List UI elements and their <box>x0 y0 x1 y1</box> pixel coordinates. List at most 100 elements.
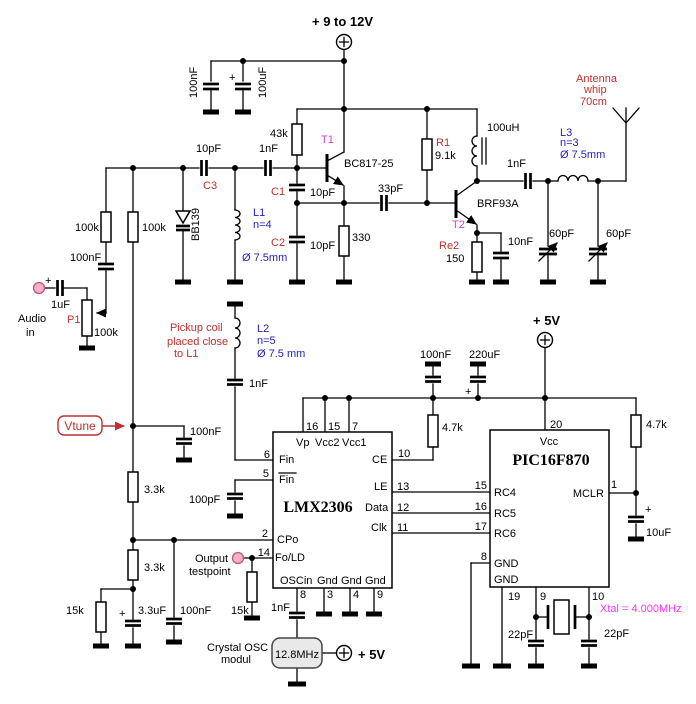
resistor-15k-testpoint <box>244 571 260 621</box>
capacitor-22pf-left <box>528 639 544 669</box>
label-pll-pin16: 16 <box>306 421 318 433</box>
label-pll-pin9: 9 <box>377 589 383 601</box>
label-l2-ref: L2 <box>257 323 269 335</box>
label-c-10uf: 10uF <box>646 527 671 539</box>
pll-chip-lmx2306 <box>272 431 393 589</box>
label-pll-gnd-3: Gnd <box>365 575 386 587</box>
resistor-15k-left <box>93 601 109 649</box>
label-c-100nf-loop: 100nF <box>180 605 211 617</box>
capacitor-1uf <box>56 280 64 296</box>
label-pll-ce: CE <box>372 454 387 466</box>
label-trim-left: 60pF <box>549 228 574 240</box>
capacitor-100nf-vtune <box>176 437 192 463</box>
label-module-note-2: modul <box>221 654 251 666</box>
capacitor-1nf-output <box>524 173 532 189</box>
power-terminal-module-5v-icon <box>335 644 353 662</box>
label-pll-fin: Fin <box>279 454 294 466</box>
label-pll-pin11: 11 <box>397 522 408 534</box>
label-l2-turns: n=5 <box>257 335 276 347</box>
label-pickup-note-2: placed close <box>167 336 228 348</box>
label-re2-ref: Re2 <box>439 240 459 252</box>
label-l1-turns: n=4 <box>253 219 272 231</box>
resistor-4k7-ce <box>427 414 439 448</box>
capacitor-22pf-right <box>581 639 597 669</box>
transistor-t1 <box>325 151 345 186</box>
capacitor-100uf-input-supply <box>235 82 251 115</box>
label-r-100k-right: 100k <box>142 222 166 234</box>
label-mcu-name: PIC16F870 <box>512 452 589 469</box>
resistor-43k <box>291 123 303 156</box>
label-r1-ref: R1 <box>436 137 450 149</box>
label-mcu-pin10: 10 <box>592 591 604 603</box>
label-mcu-pin8: 8 <box>481 551 487 563</box>
label-l1-diameter: Ø 7.5mm <box>242 252 287 264</box>
label-c-100nf-audio: 100nF <box>70 252 101 264</box>
label-c-33pf: 33pF <box>378 183 403 195</box>
capacitor-100pf <box>227 492 243 519</box>
label-module-5v: + 5V <box>358 647 385 662</box>
capacitor-100nf-5v <box>425 361 441 383</box>
capacitor-10uf-mclr <box>628 515 644 542</box>
label-pickup-note-3: to L1 <box>174 348 198 360</box>
label-mcu-pin9: 9 <box>540 591 546 603</box>
label-mcu-pin1: 1 <box>611 479 617 491</box>
label-c-1nf-out: 1nF <box>507 158 526 170</box>
label-pll-data: Data <box>365 502 389 514</box>
potentiometer-p1 <box>79 299 95 351</box>
label-pll-fold: Fo/LD <box>275 552 305 564</box>
label-mcu-pin20: 20 <box>550 419 562 431</box>
label-pll-cpo: CPo <box>277 534 298 546</box>
capacitor-c3-10pf <box>200 160 208 176</box>
label-t1-part: BC817-25 <box>344 158 394 170</box>
label-pll-pin2: 2 <box>262 528 268 540</box>
label-module-freq: 12.8MHz <box>275 649 319 661</box>
label-pll-fin-bar: Fin <box>279 474 294 486</box>
label-c-1nf-pickup: 1nF <box>249 378 268 390</box>
label-l1-ref: L1 <box>253 207 265 219</box>
label-supply-9-12v: + 9 to 12V <box>312 14 373 29</box>
label-pickup-note-1: Pickup coil <box>170 322 223 334</box>
label-choke-100uh: 100uH <box>487 122 519 134</box>
label-pll-gnd-1: Gnd <box>317 575 338 587</box>
resistor-4k7-mclr <box>630 414 642 448</box>
label-cin-1nf: 1nF <box>259 143 278 155</box>
label-r-4k7-mclr: 4.7k <box>646 419 667 431</box>
label-cap-100uf-input: 100uF <box>257 67 269 98</box>
trimmer-60pf-left <box>538 242 558 285</box>
resistor-re2-150 <box>469 241 485 285</box>
label-t2-part: BRF93A <box>477 198 519 210</box>
label-pll-pin12: 12 <box>397 502 409 514</box>
label-pll-pin3: 3 <box>327 589 333 601</box>
label-re2-value: 150 <box>446 253 464 265</box>
capacitor-220uf-5v <box>470 361 486 383</box>
label-pll-gnd-2: Gnd <box>341 575 362 587</box>
capacitor-1nf-base <box>264 160 272 176</box>
label-pll-pin7: 7 <box>352 421 358 433</box>
vtune-callout <box>57 415 125 436</box>
label-pll-clk: Clk <box>371 522 387 534</box>
label-c-1nf-oscin: 1nF <box>271 602 290 614</box>
label-varicap-bb139: BB139 <box>190 208 202 241</box>
mcu-chip-pic16f870 <box>489 429 610 588</box>
inductor-l3 <box>557 174 589 182</box>
label-supply-5v: + 5V <box>533 313 560 328</box>
label-p1-ref: P1 <box>67 314 80 326</box>
label-mcu-pin16: 16 <box>475 501 487 513</box>
label-antenna-1: Antenna <box>576 73 618 85</box>
label-trim-right: 60pF <box>606 228 631 240</box>
label-plus-10uf: + <box>645 504 651 516</box>
label-r-330: 330 <box>352 232 370 244</box>
label-mcu-gnd-1: GND <box>494 558 519 570</box>
label-pll-le: LE <box>374 481 387 493</box>
label-t1-ref: T1 <box>321 134 334 146</box>
label-mcu-rc4: RC4 <box>494 487 516 499</box>
power-terminal-5v-icon <box>536 331 554 349</box>
capacitor-3u3 <box>125 619 141 649</box>
label-plus-220uf: + <box>465 386 471 398</box>
label-l3-turns: n=3 <box>560 137 579 149</box>
label-plus-3u3: + <box>119 608 125 620</box>
inductor-l1 <box>227 209 243 285</box>
resistor-r1-9k1 <box>421 138 433 171</box>
label-l3-ref: L3 <box>560 127 572 139</box>
